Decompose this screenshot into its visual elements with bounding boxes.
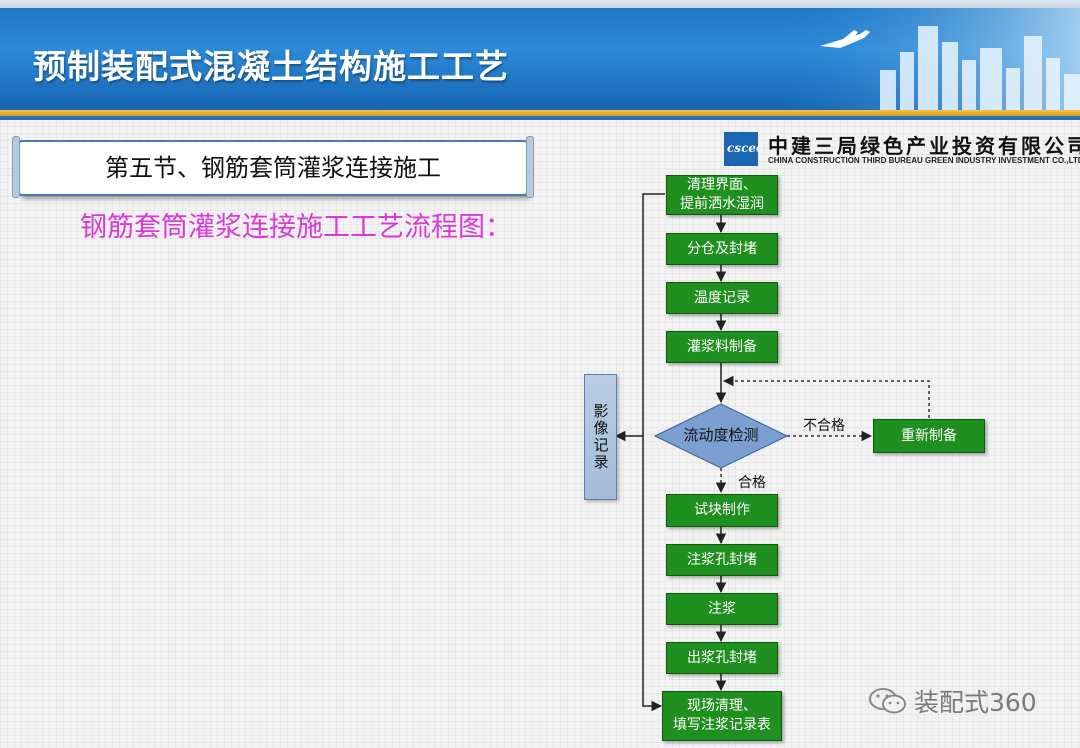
watermark: 装配式360 [868,684,1037,718]
flowchart-subtitle: 钢筋套筒灌浆连接施工工艺流程图： [80,212,512,243]
company-logo: cscec 中建三局绿色产业投资有限公司 CHINA CONSTRUCTION … [724,130,1080,172]
header-banner: 预制装配式混凝土结构施工工艺 [0,0,1080,110]
watermark-text: 装配式360 [914,688,1037,717]
flow-step-cleanup-record: 现场清理、填写注浆记录表 [662,691,782,741]
image-record-box: 影像记录 [584,374,617,500]
flow-step-reprepare: 重新制备 [873,419,985,453]
company-name-en: CHINA CONSTRUCTION THIRD BUREAU GREEN IN… [768,156,1080,165]
flow-step-outlet-hole-seal: 出浆孔封堵 [666,642,778,674]
page-title: 预制装配式混凝土结构施工工艺 [33,47,509,86]
fail-label: 不合格 [803,418,845,434]
flow-step-temperature-record: 温度记录 [666,282,778,314]
section-title-box: 第五节、钢筋套筒灌浆连接施工 [12,136,534,198]
flow-step-test-block: 试块制作 [666,494,778,527]
cscec-logo-icon: cscec [724,132,763,166]
company-name-cn: 中建三局绿色产业投资有限公司 [768,134,1080,158]
decision-label: 流动度检测 [683,426,759,444]
section-title: 第五节、钢筋套筒灌浆连接施工 [105,154,441,182]
city-skyline-icon [780,8,1080,110]
flow-step-injection-hole-seal: 注浆孔封堵 [666,544,778,576]
flow-step-grouting: 注浆 [666,593,778,625]
header-top-strip [0,0,1080,8]
flow-step-grout-preparation: 灌浆料制备 [666,331,778,363]
pass-label: 合格 [738,475,766,491]
wechat-icon [869,688,906,714]
header-blue-bar [0,116,1080,120]
flow-step-clean-interface: 清理界面、提前洒水湿润 [666,175,778,215]
header-gold-bar [0,110,1080,116]
flow-step-partition-seal: 分仓及封堵 [666,233,778,265]
decision-diamond [653,403,789,469]
